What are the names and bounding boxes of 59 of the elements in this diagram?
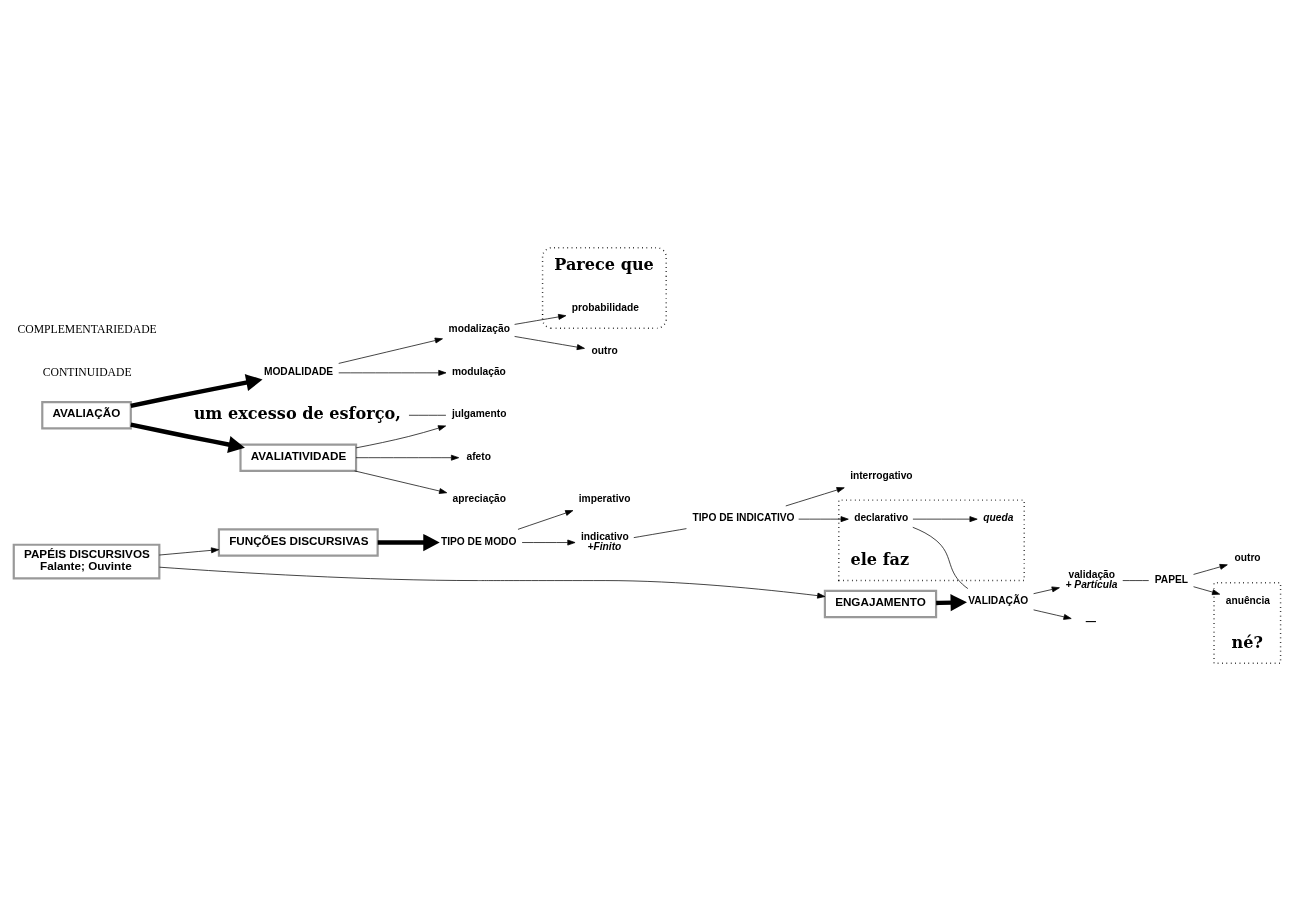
arrow (130, 422, 245, 454)
node-text: modalização (448, 323, 510, 335)
arrow (1193, 564, 1228, 575)
node-box: FUNÇÕES DISCURSIVAS (217, 528, 379, 557)
node-text: validação (1068, 568, 1116, 580)
connector (912, 526, 969, 589)
node-text: PAPEL (1154, 573, 1189, 585)
arrow (912, 516, 978, 523)
node-text: afeto (466, 450, 491, 462)
cluster (541, 247, 667, 329)
node-text: anuência (1225, 594, 1271, 606)
node-text: ele faz (850, 549, 910, 569)
arrow (1193, 586, 1221, 595)
node-text: imperativo (578, 493, 631, 505)
arrow (354, 470, 448, 494)
node-box: ENGAJAMENTO (823, 589, 938, 619)
arrow (1033, 609, 1072, 620)
node-text: apreciação (452, 493, 507, 505)
label: COMPLEMENTARIEDADE (17, 323, 157, 337)
node-text: TIPO DE INDICATIVO (692, 512, 795, 524)
arrow (130, 374, 263, 409)
connector (633, 528, 687, 538)
arrow (377, 533, 440, 552)
node-text: — (1085, 615, 1096, 627)
node-text: modulação (451, 365, 506, 377)
node-box: AVALIATIVIDADE (239, 443, 358, 472)
node-label: + Partícula (1065, 579, 1118, 591)
arrow (521, 539, 576, 546)
arrow (514, 336, 585, 351)
node-text: probabilidade (571, 302, 639, 314)
node-label: +Finito (587, 541, 622, 552)
arrow (159, 566, 826, 599)
arrow (785, 487, 845, 507)
arrow (1033, 586, 1060, 595)
node-text: outro (591, 344, 618, 356)
label: CONTINUIDADE (42, 365, 132, 379)
node-box: AVALIAÇÃO (41, 401, 132, 430)
node-text: indicativo (580, 530, 629, 542)
node-text: Parece que (554, 255, 654, 275)
arrow (798, 516, 849, 523)
arrow (355, 454, 460, 461)
node-box: PAPÉIS DISCURSIVOS Falante; Ouvinte (12, 543, 161, 580)
node-text: MODALIDADE (263, 365, 334, 377)
node-text: né? (1231, 632, 1263, 652)
arrow (517, 510, 574, 530)
connector (1122, 580, 1150, 581)
node-text: um excesso de esforço, (193, 403, 401, 423)
node-text: outro (1234, 552, 1261, 564)
node-text: TIPO DE MODO (440, 535, 517, 547)
arrow (158, 547, 220, 556)
node-text: julgamento (451, 408, 507, 420)
node-text: interrogativo (850, 469, 913, 481)
arrow (338, 369, 447, 376)
node-text: VALIDAÇÃO (968, 594, 1029, 606)
node-text: queda (983, 512, 1014, 524)
arrow (355, 425, 447, 449)
node-text: declarativo (854, 512, 909, 524)
arrow (514, 314, 567, 325)
arrow (338, 337, 443, 364)
